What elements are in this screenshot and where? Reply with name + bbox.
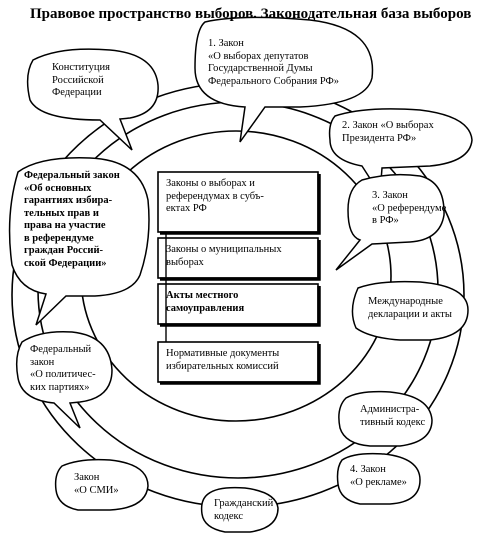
callout-law-media-text: Закон «О СМИ»	[74, 472, 119, 496]
center-box-3	[157, 283, 319, 325]
callout-law-referendum-text: 3. Закон «О референдуме в РФ»	[372, 190, 447, 226]
center-box-1	[157, 171, 319, 233]
callout-law-president-bubble	[328, 108, 473, 197]
center-box-1-text: Законы о выборах и референдумах в субъ- …	[166, 178, 264, 214]
callout-constitution-text: Конституция Российской Федерации	[52, 62, 110, 98]
callout-international-text: Международные декларации и акты	[368, 296, 452, 320]
callout-law-president-text: 2. Закон «О выборах Президента РФ»	[342, 120, 434, 144]
callout-admin-code-text: Администра- тивный кодекс	[360, 404, 426, 428]
callout-civil-code-bubble	[200, 486, 279, 533]
callout-law-referendum-bubble	[335, 173, 445, 271]
callout-civil-code-text: Гражданский кодекс	[214, 498, 274, 522]
callout-federal-law-guarantees-bubble	[8, 157, 150, 326]
center-box-2-shadow	[160, 240, 321, 281]
center-box-3-text: Акты местного самоуправления	[166, 290, 245, 314]
center-box-1-shadow	[160, 174, 321, 235]
callout-law-duma-text: 1. Закон «О выборах депутатов Государств…	[208, 38, 340, 87]
callout-international-bubble	[351, 280, 469, 341]
center-box-3-shadow	[160, 286, 321, 327]
page-title: Правовое пространство выборов. Законодат…	[30, 6, 472, 22]
center-box-4-shadow	[160, 344, 321, 385]
callout-constitution-bubble	[26, 48, 159, 151]
callout-law-media-bubble	[54, 458, 149, 511]
center-box-4-text: Нормативные документы избирательных коми…	[166, 348, 280, 372]
callout-federal-law-guarantees-text: Федеральный закон «Об основных гарантиях…	[24, 170, 120, 269]
callout-law-parties-text: Федеральный закон «О политичес- ких парт…	[30, 344, 96, 393]
callout-law-duma-bubble	[194, 16, 374, 143]
callout-law-parties-bubble	[15, 330, 113, 429]
callout-law-advertising-bubble	[336, 452, 421, 505]
callout-law-advertising-text: 4. Закон «О рекламе»	[350, 464, 407, 488]
center-box-2-text: Законы о муниципальных выборах	[166, 244, 282, 268]
callout-admin-code-bubble	[338, 390, 433, 447]
